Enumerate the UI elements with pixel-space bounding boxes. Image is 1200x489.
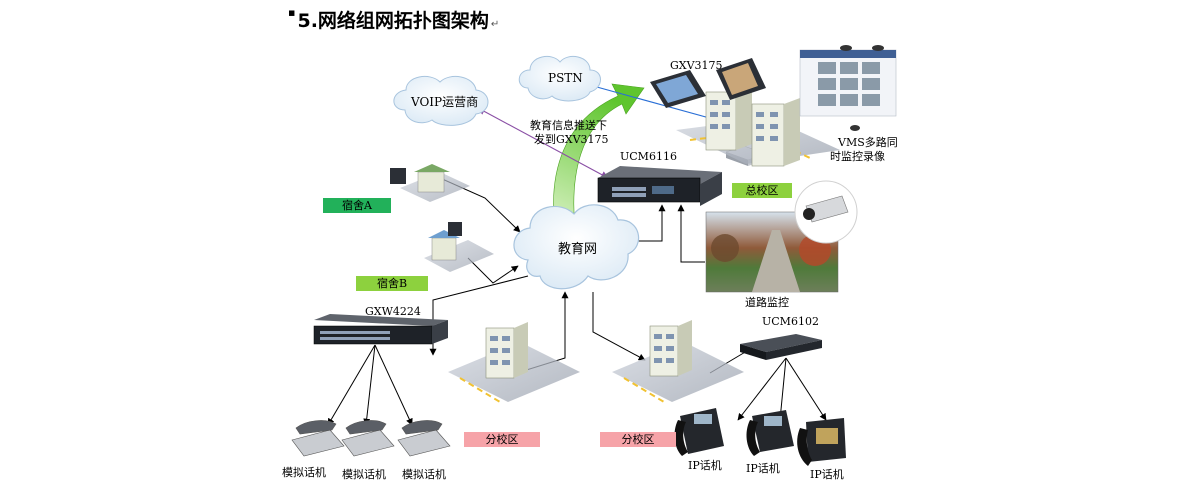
ip-phone-1-icon: [674, 408, 724, 456]
push-note-line2: 发到GXV3175: [534, 133, 609, 146]
link-analog-3: [374, 344, 413, 426]
cloud-voip-icon: [393, 75, 489, 126]
main-campus-buildings-icon: [676, 86, 840, 167]
analog-phone-label: 模拟话机: [402, 468, 446, 481]
gxv3175-label: GXV3175: [670, 59, 723, 72]
cloud-pstn-icon: [518, 55, 601, 102]
pstn-label: PSTN: [548, 71, 583, 85]
ip-phone-label: IP话机: [688, 459, 722, 472]
cctv-camera-icon: [794, 180, 858, 244]
return-mark: ↵: [490, 19, 500, 30]
analog-phone-2-icon: [341, 420, 395, 457]
link-ip-3: [785, 357, 827, 421]
ucm6116-device-icon: [597, 166, 722, 206]
analog-phone-label: 模拟话机: [282, 466, 326, 479]
voip-label: VOIP运营商: [411, 95, 479, 109]
link-voip-ucm6116: [477, 107, 609, 179]
link-ip-1: [737, 357, 787, 421]
bullet-marker: ▪: [288, 6, 296, 19]
link-branch-right: [592, 292, 646, 361]
gxw4224-label: GXW4224: [365, 305, 421, 318]
link-ip-2: [777, 357, 787, 421]
title-text: 5.网络组网拓扑图架构: [297, 10, 489, 32]
link-dorm-b: [467, 257, 519, 284]
road-surveillance-photo-icon: [705, 211, 839, 293]
analog-phone-1-icon: [291, 420, 345, 457]
analog-phone-3-icon: [397, 420, 451, 457]
ip-phone-label: IP话机: [746, 462, 780, 475]
page-title: ▪5.网络组网拓扑图架构↵: [288, 6, 499, 33]
zone-branch-left: 分校区: [464, 432, 540, 447]
ucm6116-label: UCM6116: [620, 150, 677, 163]
vms-note-line1: VMS多路同: [838, 136, 898, 149]
ip-phone-label: IP话机: [810, 468, 844, 481]
link-analog-2: [363, 344, 376, 426]
vms-monitor-screen-icon: [799, 45, 897, 131]
link-edu-road: [677, 204, 705, 263]
ip-phone-2-icon: [746, 410, 794, 456]
link-edu-ucm6116: [636, 204, 666, 242]
edu-net-label: 教育网: [558, 242, 598, 257]
cloud-edu-net-icon: [513, 204, 640, 290]
dorm-a-building-icon: [390, 164, 470, 202]
analog-phone-label: 模拟话机: [342, 468, 386, 481]
gxv3175-phone-icon: [650, 58, 766, 108]
push-note-line1: 教育信息推送下: [530, 119, 607, 132]
dorm-b-building-icon: [424, 222, 494, 272]
ip-phone-3-icon: [797, 418, 846, 466]
vms-note-line2: 时监控录像: [830, 150, 885, 163]
link-pstn-campus: [585, 82, 725, 123]
ucm6102-device-icon: [740, 334, 822, 360]
zone-dorm-a: 宿舍A: [323, 198, 391, 213]
zone-dorm-b: 宿舍B: [356, 276, 428, 291]
zone-main-campus: 总校区: [732, 183, 792, 198]
zone-branch-right: 分校区: [600, 432, 676, 447]
ucm6102-label: UCM6102: [762, 315, 819, 328]
branch-right-building-icon: [612, 320, 744, 403]
road-monitor-label: 道路监控: [745, 296, 789, 309]
branch-left-building-icon: [448, 322, 580, 403]
link-analog-1: [327, 344, 376, 426]
gxw4224-gateway-icon: [313, 314, 448, 345]
